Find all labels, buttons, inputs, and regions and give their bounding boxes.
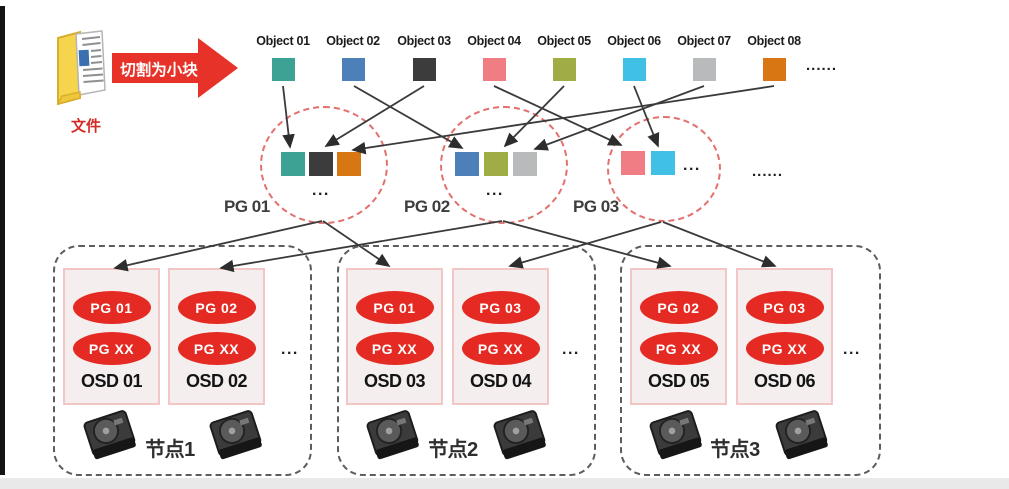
node-label: 节点2 — [428, 439, 478, 461]
pg-chunks-ellipsis: ... — [312, 182, 330, 199]
osd-label: OSD 04 — [469, 371, 532, 391]
disk-icon — [82, 406, 138, 464]
disk-icon — [492, 406, 548, 464]
pg-chunk-square — [337, 152, 361, 176]
object-label: Object 02 — [326, 34, 380, 48]
pg-badge: PG XX — [461, 332, 540, 365]
pg-group-label: PG 02 — [404, 197, 450, 216]
object-square — [692, 58, 716, 81]
osd-box: PG 03 PG XX OSD 04 — [452, 268, 549, 405]
pg-badge: PG 03 — [745, 291, 824, 324]
osd-label: OSD 05 — [647, 371, 710, 391]
osd-label: OSD 03 — [363, 371, 426, 391]
pg-group-label: PG 01 — [224, 197, 270, 216]
object-square — [271, 58, 295, 81]
pg-badge: PG 02 — [177, 291, 256, 324]
pg-badge: PG XX — [72, 332, 151, 365]
pg-badge: PG 02 — [639, 291, 718, 324]
split-arrow-label: 切割为小块 — [120, 62, 198, 79]
pg-chunk-square — [484, 152, 508, 176]
objects-ellipsis: ...... — [806, 57, 838, 74]
disk-icon — [648, 406, 704, 464]
node-osd-ellipsis: ... — [281, 341, 299, 358]
node-osd-ellipsis: ... — [843, 341, 861, 358]
object-label: Object 03 — [397, 34, 451, 48]
pg-chunk-square — [309, 152, 333, 176]
split-arrow-shape — [112, 38, 238, 98]
osd-label: OSD 02 — [185, 371, 248, 391]
left-edge-strip — [0, 6, 5, 475]
object-label: Object 05 — [537, 34, 591, 48]
pg-chunk-square — [651, 151, 675, 175]
file-folder-icon — [56, 30, 106, 106]
pg-badge: PG 01 — [72, 291, 151, 324]
osd-box: PG 01 PG XX OSD 03 — [346, 268, 443, 405]
pg-badge: PG XX — [355, 332, 434, 365]
object-label: Object 08 — [747, 34, 801, 48]
object-square — [552, 58, 576, 81]
pg-group-label: PG 03 — [573, 197, 619, 216]
object-square — [762, 58, 786, 81]
pg-badge: PG 03 — [461, 291, 540, 324]
osd-box: PG 03 PG XX OSD 06 — [736, 268, 833, 405]
osd-box: PG 02 PG XX OSD 02 — [168, 268, 265, 405]
object-square — [412, 58, 436, 81]
object-label: Object 06 — [607, 34, 661, 48]
node-label: 节点1 — [145, 439, 195, 461]
osd-box: PG 01 PG XX OSD 01 — [63, 268, 160, 405]
node-label: 节点3 — [710, 439, 760, 461]
disk-icon — [774, 406, 830, 464]
pg-badge: PG XX — [177, 332, 256, 365]
object-label: Object 01 — [256, 34, 310, 48]
disk-icon — [365, 406, 421, 464]
pg-chunk-square — [513, 152, 537, 176]
object-square — [341, 58, 365, 81]
pg-badge: PG XX — [639, 332, 718, 365]
pg-chunk-square — [621, 151, 645, 175]
node-osd-ellipsis: ... — [562, 341, 580, 358]
pg-chunks-ellipsis: ... — [683, 157, 701, 174]
disk-icon — [208, 406, 264, 464]
pg-chunks-ellipsis: ... — [486, 182, 504, 199]
object-square — [482, 58, 506, 81]
pg-badge: PG XX — [745, 332, 824, 365]
pg-chunk-square — [281, 152, 305, 176]
pg-badge: PG 01 — [355, 291, 434, 324]
object-square — [622, 58, 646, 81]
osd-label: OSD 01 — [80, 371, 143, 391]
split-arrow: 切割为小块 — [112, 36, 240, 100]
pg-row-ellipsis: ...... — [752, 163, 784, 180]
file-label: 文件 — [70, 118, 102, 135]
pg-chunk-square — [455, 152, 479, 176]
osd-box: PG 02 PG XX OSD 05 — [630, 268, 727, 405]
object-label: Object 04 — [467, 34, 521, 48]
object-label: Object 07 — [677, 34, 731, 48]
osd-label: OSD 06 — [753, 371, 816, 391]
bottom-edge-strip — [0, 478, 1009, 489]
